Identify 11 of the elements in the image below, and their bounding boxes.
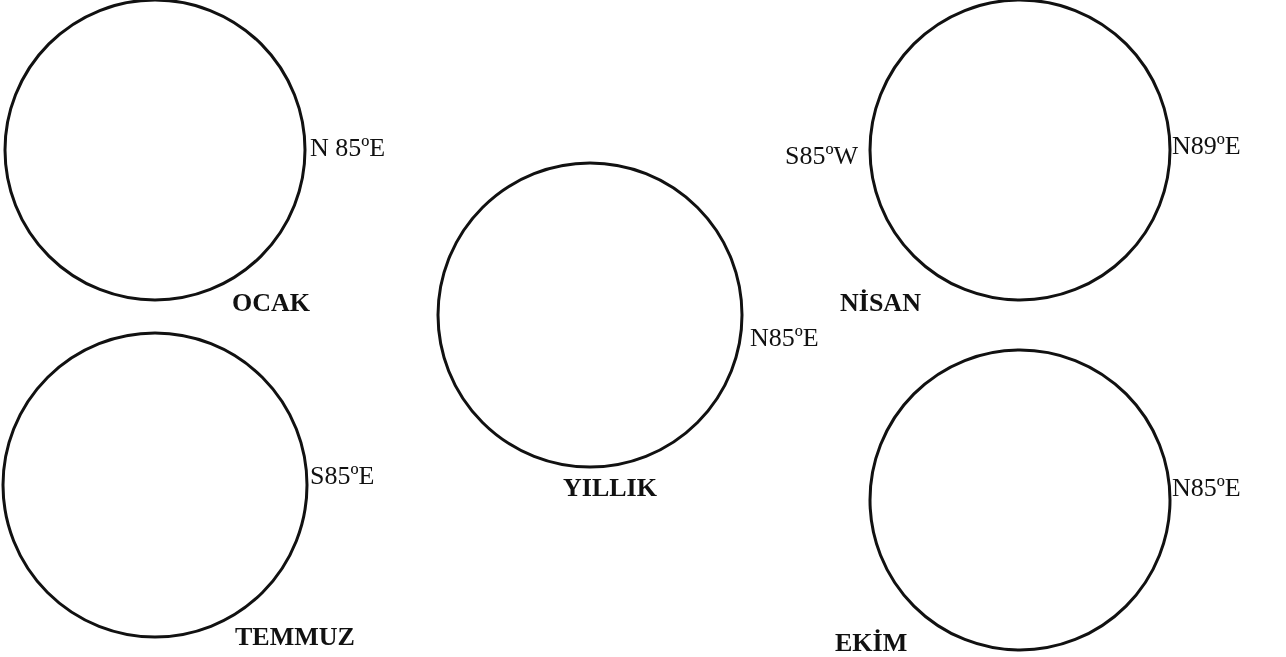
bearing-label: N85ºE	[750, 323, 819, 353]
bearing-label: N89ºE	[1172, 131, 1241, 161]
month-label: EKİM	[835, 628, 908, 657]
bearing-label: S85ºW	[785, 141, 859, 171]
bearing-label: N 85ºE	[310, 133, 386, 163]
month-label: YILLIK	[563, 473, 657, 503]
bearing-label: N85ºE	[1172, 473, 1241, 503]
month-label: OCAK	[232, 288, 310, 318]
month-label: TEMMUZ	[235, 622, 355, 652]
month-label: NİSAN	[840, 288, 921, 318]
bearing-label: S85ºE	[310, 461, 375, 491]
